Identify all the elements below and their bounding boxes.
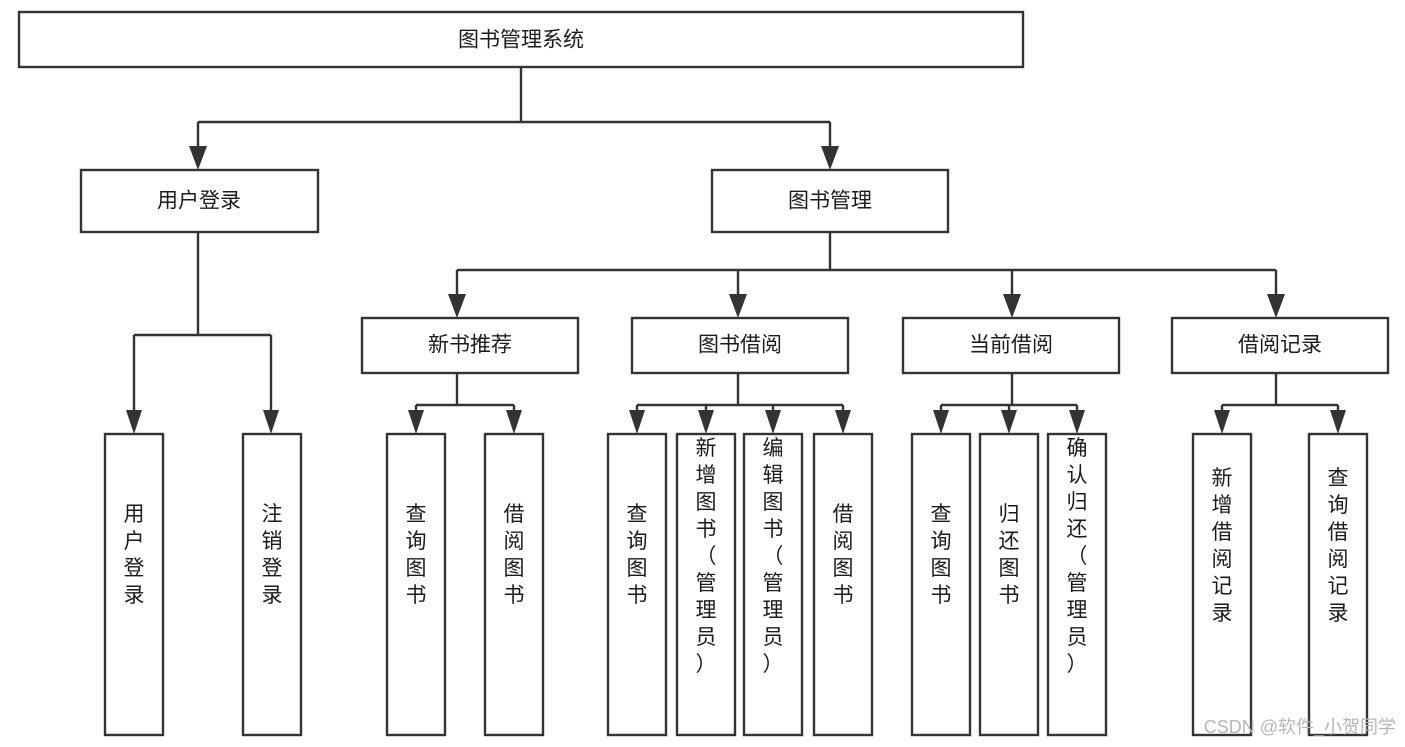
arrow-head-leaf-borrow-edit xyxy=(765,410,781,434)
connector-group-root xyxy=(189,67,839,170)
node-leaf-cur-confirm-box[interactable] xyxy=(1046,432,1108,737)
node-leaf-borrow-lend[interactable]: 借阅图书 xyxy=(812,432,874,737)
node-user-login[interactable]: 用户登录 xyxy=(79,168,320,234)
arrow-head-leaf-cur-query xyxy=(933,410,949,434)
node-leaf-cur-confirm[interactable]: 确认归还（管理员） xyxy=(1046,432,1108,737)
arrow-head-leaf-user-login xyxy=(126,410,142,434)
node-new-book-rec-label: 新书推荐 xyxy=(428,334,512,357)
node-leaf-rec-search-box[interactable] xyxy=(1307,432,1369,737)
node-leaf-rec-add-box[interactable] xyxy=(1191,432,1253,737)
arrow-head-leaf-rec-query xyxy=(408,410,424,434)
arrow-head-new-book-rec xyxy=(448,294,466,318)
node-current-borrow[interactable]: 当前借阅 xyxy=(901,316,1121,375)
arrow-head-leaf-user-logout xyxy=(263,410,279,434)
node-leaf-borrow-query-box[interactable] xyxy=(606,432,668,737)
node-root[interactable]: 图书管理系统 xyxy=(17,10,1025,69)
node-leaf-rec-query-label: 查询图书 xyxy=(406,503,427,607)
node-leaf-borrow-edit-box[interactable] xyxy=(742,432,804,737)
node-leaf-borrow-add[interactable]: 新增图书（管理员） xyxy=(675,432,737,737)
node-leaf-rec-add[interactable]: 新增借阅记录 xyxy=(1191,432,1253,737)
node-new-book-rec-box[interactable] xyxy=(360,316,580,375)
node-leaf-cur-query-box[interactable] xyxy=(910,432,972,737)
arrow-head-book-manage xyxy=(821,146,839,170)
node-current-borrow-label: 当前借阅 xyxy=(969,334,1053,357)
connector-group-current-borrow xyxy=(933,373,1085,434)
node-leaf-borrow-edit-label: 编辑图书（管理员） xyxy=(763,437,784,676)
node-leaf-cur-return-label: 归还图书 xyxy=(999,503,1020,607)
arrow-head-leaf-rec-search xyxy=(1330,410,1346,434)
node-leaf-borrow-edit[interactable]: 编辑图书（管理员） xyxy=(742,432,804,737)
node-leaf-cur-confirm-label: 确认归还（管理员） xyxy=(1067,437,1088,676)
node-leaf-user-login-box[interactable] xyxy=(103,432,165,737)
node-book-borrow[interactable]: 图书借阅 xyxy=(630,316,850,375)
arrow-head-leaf-borrow-query xyxy=(629,410,645,434)
node-borrow-record[interactable]: 借阅记录 xyxy=(1170,316,1390,375)
node-leaf-user-logout-box[interactable] xyxy=(241,432,303,737)
node-book-manage-box[interactable] xyxy=(710,168,950,234)
node-book-borrow-label: 图书借阅 xyxy=(698,334,782,357)
node-leaf-borrow-query-label: 查询图书 xyxy=(627,503,648,607)
node-leaf-borrow-query[interactable]: 查询图书 xyxy=(606,432,668,737)
node-leaf-cur-return[interactable]: 归还图书 xyxy=(978,432,1040,737)
connector-group-borrow-record xyxy=(1214,373,1346,434)
csdn-watermark: CSDN @软件_小贺同学 xyxy=(1204,717,1396,738)
arrow-head-leaf-cur-confirm xyxy=(1069,410,1085,434)
connector-group-new-book-rec xyxy=(408,373,522,434)
arrow-head-book-borrow xyxy=(729,294,747,318)
node-leaf-rec-borrow-box[interactable] xyxy=(483,432,545,737)
node-leaf-rec-query-box[interactable] xyxy=(385,432,447,737)
arrow-head-leaf-rec-borrow xyxy=(506,410,522,434)
node-leaf-cur-query[interactable]: 查询图书 xyxy=(910,432,972,737)
node-leaf-user-login[interactable]: 用户登录 xyxy=(103,432,165,737)
node-user-login-box[interactable] xyxy=(79,168,320,234)
node-leaf-borrow-add-label: 新增图书（管理员） xyxy=(696,437,717,676)
node-leaf-cur-query-label: 查询图书 xyxy=(931,503,952,607)
node-leaf-borrow-lend-box[interactable] xyxy=(812,432,874,737)
node-book-borrow-box[interactable] xyxy=(630,316,850,375)
arrow-head-leaf-borrow-lend xyxy=(835,410,851,434)
node-borrow-record-box[interactable] xyxy=(1170,316,1390,375)
node-root-box[interactable] xyxy=(17,10,1025,69)
node-leaf-rec-borrow[interactable]: 借阅图书 xyxy=(483,432,545,737)
connector-group-user-login xyxy=(126,232,279,434)
node-new-book-rec[interactable]: 新书推荐 xyxy=(360,316,580,375)
node-leaf-rec-borrow-label: 借阅图书 xyxy=(504,503,525,607)
connector-group-book-manage xyxy=(448,232,1285,318)
node-leaf-rec-query[interactable]: 查询图书 xyxy=(385,432,447,737)
node-leaf-borrow-add-box[interactable] xyxy=(675,432,737,737)
node-root-label: 图书管理系统 xyxy=(458,29,584,52)
node-book-manage[interactable]: 图书管理 xyxy=(710,168,950,234)
node-leaf-user-logout-label: 注销登录 xyxy=(262,503,283,607)
node-current-borrow-box[interactable] xyxy=(901,316,1121,375)
arrow-head-leaf-rec-add xyxy=(1214,410,1230,434)
arrow-head-leaf-cur-return xyxy=(1001,410,1017,434)
node-leaf-cur-return-box[interactable] xyxy=(978,432,1040,737)
arrow-head-leaf-borrow-add xyxy=(698,410,714,434)
node-leaf-rec-search-label: 查询借阅记录 xyxy=(1328,467,1349,625)
node-leaf-borrow-lend-label: 借阅图书 xyxy=(833,503,854,607)
connector-group-book-borrow xyxy=(629,373,851,434)
node-borrow-record-label: 借阅记录 xyxy=(1238,334,1322,357)
node-leaf-rec-add-label: 新增借阅记录 xyxy=(1212,467,1233,625)
node-leaf-user-logout[interactable]: 注销登录 xyxy=(241,432,303,737)
node-user-login-label: 用户登录 xyxy=(157,190,241,213)
arrow-head-user-login xyxy=(189,146,207,170)
node-leaf-rec-search[interactable]: 查询借阅记录 xyxy=(1307,432,1369,737)
arrow-head-current-borrow xyxy=(1003,294,1021,318)
arrow-head-borrow-record xyxy=(1267,294,1285,318)
node-leaf-user-login-label: 用户登录 xyxy=(124,503,145,607)
node-book-manage-label: 图书管理 xyxy=(788,190,872,213)
